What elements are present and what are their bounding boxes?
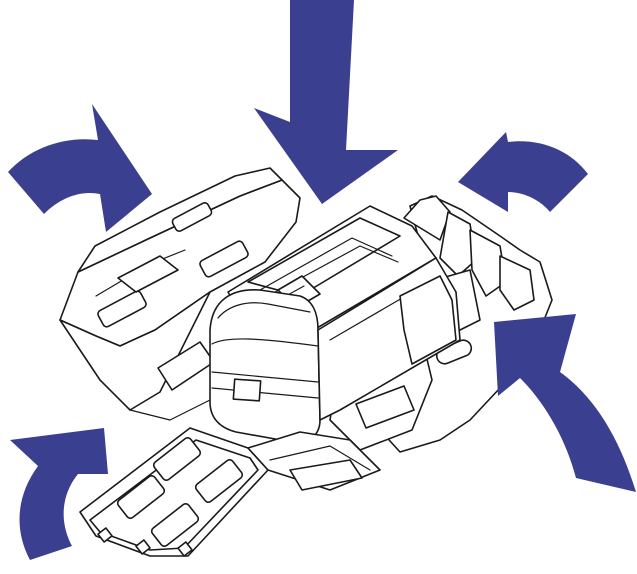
card-printer bbox=[209, 205, 461, 444]
lower-left-curved-arrow bbox=[10, 428, 108, 560]
upper-left-curved-arrow bbox=[8, 104, 152, 232]
upper-right-curved-arrow bbox=[458, 132, 588, 212]
card-hopper-tray bbox=[79, 427, 381, 557]
left-foam-end-cap bbox=[59, 167, 301, 421]
top-down-arrow bbox=[254, 0, 398, 204]
lower-right-curved-arrow bbox=[494, 314, 636, 492]
